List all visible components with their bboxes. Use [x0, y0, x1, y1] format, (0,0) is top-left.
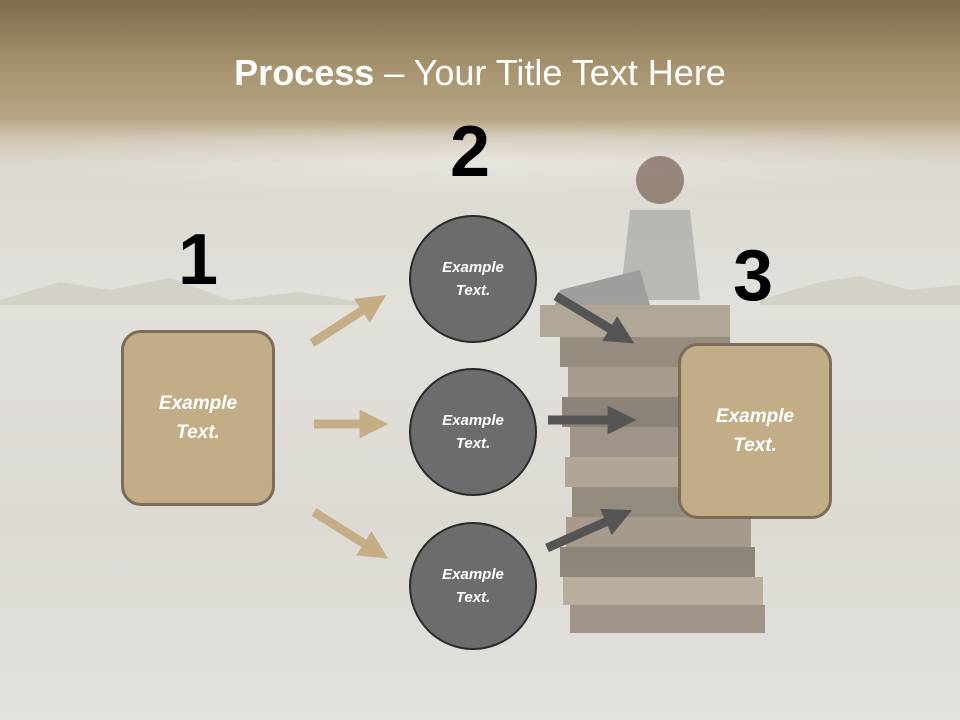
book	[570, 605, 765, 633]
step-2-circle-bottom: Example Text.	[409, 522, 537, 650]
step-number-1: 1	[178, 220, 219, 300]
arrow-bottom-to-3	[545, 508, 633, 553]
step-1-text: Example Text.	[158, 393, 238, 443]
step-3-text: Example Text.	[715, 406, 795, 456]
book	[560, 547, 755, 577]
step-number-2: 2	[450, 112, 491, 192]
child-head	[636, 156, 684, 204]
step-1-box: Example Text.	[121, 330, 275, 506]
arrow-1-to-top	[309, 295, 387, 347]
step-3-box: Example Text.	[678, 343, 832, 519]
arrow-1-to-bottom	[311, 508, 389, 559]
circle-top-text: Example Text.	[442, 259, 504, 299]
child-legs	[555, 270, 650, 305]
arrow-top-to-3	[553, 292, 635, 344]
step-2-circle-top: Example Text.	[409, 215, 537, 343]
circle-bottom-text: Example Text.	[442, 566, 504, 606]
title-rest: – Your Title Text Here	[374, 52, 726, 93]
step-number-3: 3	[733, 236, 774, 316]
mountain-right	[760, 276, 960, 305]
mountain-left	[0, 278, 380, 305]
circle-middle-text: Example Text.	[442, 412, 504, 452]
background-haze	[0, 120, 960, 200]
slide-title: Process – Your Title Text Here	[0, 52, 960, 94]
title-bold: Process	[234, 52, 375, 93]
step-2-circle-middle: Example Text.	[409, 368, 537, 496]
book	[563, 577, 763, 605]
